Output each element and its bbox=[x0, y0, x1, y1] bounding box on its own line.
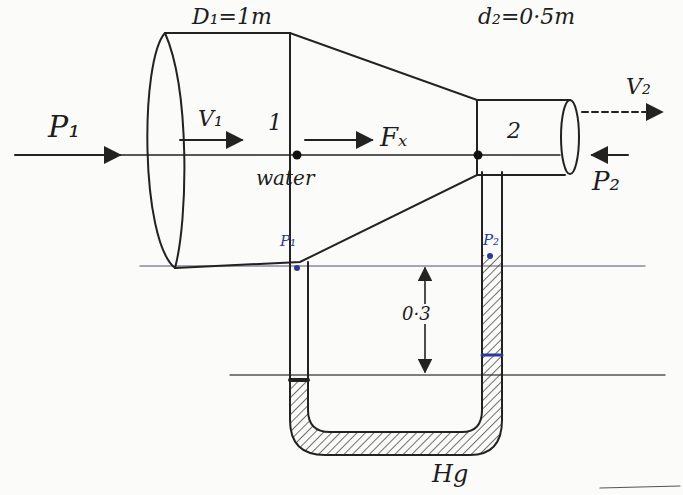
tap-point bbox=[487, 253, 493, 259]
tap-pressure-label: P₂ bbox=[483, 233, 499, 248]
fluid-label: water bbox=[256, 168, 314, 188]
section-number: 2 bbox=[507, 120, 521, 142]
section-point bbox=[474, 151, 483, 160]
force-label: Fₓ bbox=[380, 124, 407, 150]
pressure-label: P₂ bbox=[592, 168, 620, 194]
height-dimension: 0·3 bbox=[400, 304, 433, 324]
velocity-label: V₂ bbox=[626, 76, 651, 98]
tap-point bbox=[294, 265, 300, 271]
velocity-label: V₁ bbox=[198, 108, 223, 130]
dimension-label: D₁=1m bbox=[192, 6, 272, 28]
dimension-label: d₂=0·5m bbox=[478, 6, 575, 28]
section-number: 1 bbox=[268, 112, 282, 134]
fluid-label: Hg bbox=[432, 462, 468, 486]
tap-pressure-label: P₁ bbox=[280, 234, 296, 249]
section-point bbox=[293, 151, 302, 160]
pipe-outline bbox=[15, 33, 680, 488]
pressure-label: P₁ bbox=[48, 112, 80, 142]
